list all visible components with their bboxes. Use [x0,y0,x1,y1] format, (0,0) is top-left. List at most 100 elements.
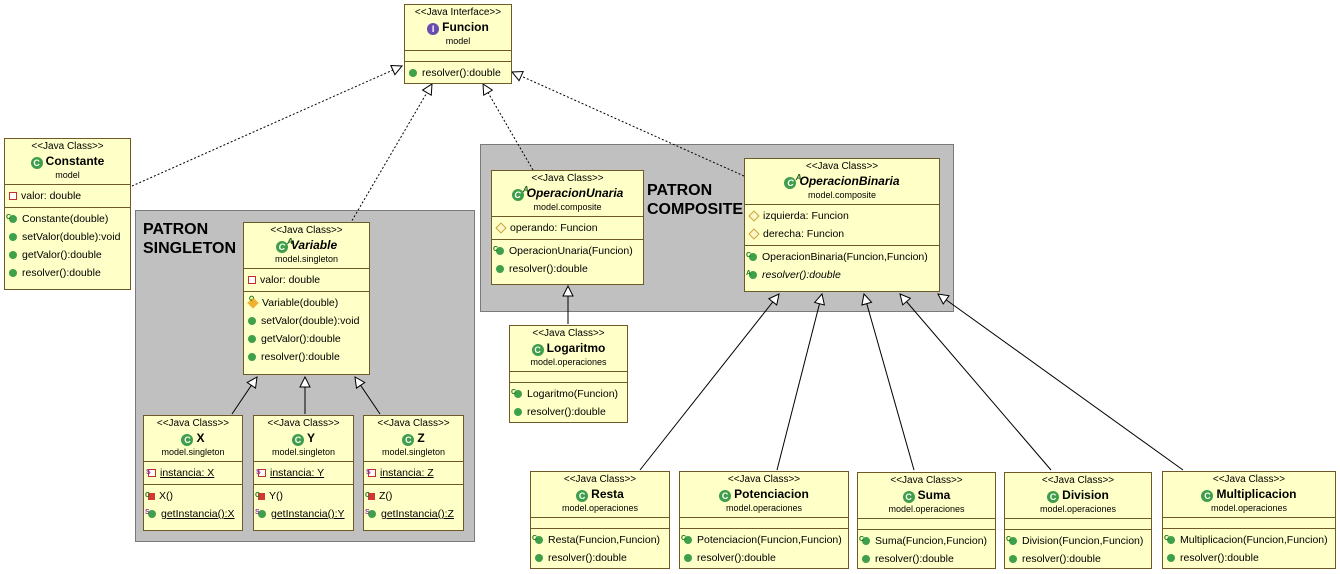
method-row[interactable]: resolver():double [683,549,845,567]
method-row[interactable]: resolver():double [534,549,666,567]
method-text: getValor():double [22,249,102,261]
class-icon: C [531,344,544,356]
protected-field-icon [748,210,760,222]
method-row[interactable]: resolver():double [1008,550,1148,568]
attributes-section: operando: Funcion [492,217,643,240]
private-static-field-icon: S [256,469,266,477]
private-constructor-icon: C [255,492,265,500]
generalization-x [231,377,257,415]
attribute-text: izquierda: Funcion [763,210,849,222]
method-row[interactable]: resolver():double [1166,549,1332,567]
attribute-row[interactable]: operando: Funcion [495,219,640,237]
attributes-section [680,518,848,529]
attribute-row[interactable]: izquierda: Funcion [748,207,936,225]
class-name-text: OperacionBinaria [799,174,900,188]
method-row[interactable]: setValor(double):void [8,228,127,246]
package-name: model.operaciones [561,503,639,513]
class-icon: C [902,491,915,503]
public-method-icon [1009,555,1017,563]
stereotype: <<Java Interface>> [414,7,502,18]
attribute-row[interactable]: derecha: Funcion [748,225,936,243]
class-name-text: Variable [290,238,338,252]
attributes-section [531,518,669,529]
realization-binaria [512,72,745,177]
method-row[interactable]: resolver():double [495,260,640,278]
attribute-row[interactable]: valor: double [247,271,366,289]
attribute-row[interactable]: valor: double [8,187,127,205]
package-name: model.composite [807,190,877,200]
class-icon: C [719,490,732,502]
method-text: resolver():double [1180,552,1259,564]
method-row[interactable]: resolver():double [8,264,127,282]
method-row[interactable]: resolver():double [408,64,508,82]
method-row[interactable]: setValor(double):void [247,312,366,330]
method-row[interactable]: resolver():double [513,403,624,421]
method-row[interactable]: resolver():double [247,348,366,366]
public-static-method-icon: S [255,509,266,518]
class-name-text: OperacionUnaria [526,186,624,200]
method-text: Suma(Funcion,Funcion) [875,535,988,547]
method-row[interactable]: resolver():double [861,550,992,568]
attributes-section: valor: double [5,185,130,208]
attribute-text: operando: Funcion [510,222,598,234]
method-text: Multiplicacion(Funcion,Funcion) [1180,534,1328,546]
generalization-z [355,377,381,415]
private-field-icon [248,276,256,284]
method-text: Logaritmo(Funcion) [527,388,619,400]
method-text: getInstancia():Z [381,508,454,520]
class-icon: C [402,434,415,446]
public-static-method-icon: S [145,509,156,518]
package-name: model [55,170,80,180]
class-name-text: Suma [917,488,951,502]
method-text: resolver():double [762,269,841,281]
package-name: model.operaciones [725,503,803,513]
method-row[interactable]: getValor():double [247,330,366,348]
method-text: OperacionBinaria(Funcion,Funcion) [762,251,928,263]
method-row[interactable]: getValor():double [8,246,127,264]
class-name-text: Constante [45,154,105,168]
constructor-icon: C [681,535,692,544]
